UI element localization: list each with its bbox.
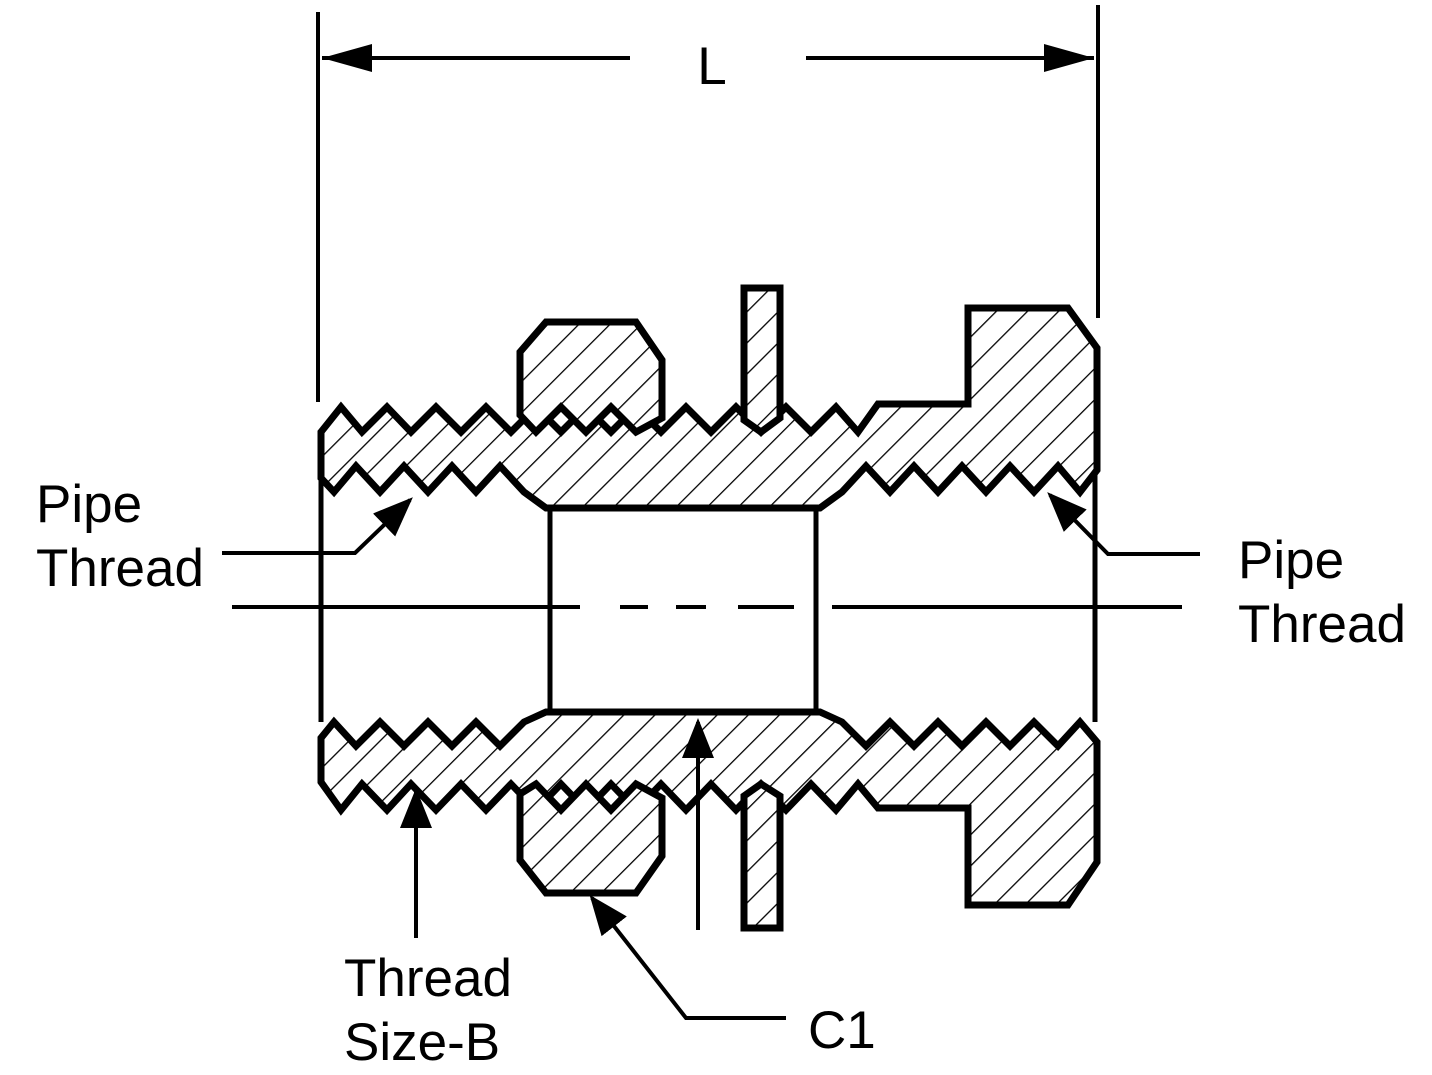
svg-text:Thread: Thread bbox=[1238, 595, 1406, 654]
leader-pipe-thread-right bbox=[1047, 492, 1200, 556]
arrowhead-left bbox=[322, 44, 372, 72]
panel-upper bbox=[740, 284, 784, 437]
label-pipe-thread-right: Pipe Thread bbox=[1238, 531, 1406, 654]
svg-text:Size-B: Size-B bbox=[344, 1013, 500, 1072]
label-thread-size: Thread Size-B bbox=[344, 949, 512, 1072]
leader-pipe-thread-left bbox=[222, 497, 413, 555]
svg-text:Pipe: Pipe bbox=[1238, 531, 1344, 590]
nut-upper bbox=[516, 318, 666, 438]
body-lower-section bbox=[317, 708, 1101, 909]
body-upper-section bbox=[317, 304, 1101, 512]
bore bbox=[318, 470, 1098, 722]
panel-lower bbox=[740, 779, 784, 932]
svg-text:Thread: Thread bbox=[344, 949, 512, 1008]
svg-text:Thread: Thread bbox=[36, 539, 204, 598]
dimension-label-l: L bbox=[697, 37, 726, 96]
svg-text:Pipe: Pipe bbox=[36, 475, 142, 534]
label-c1: C1 bbox=[808, 1001, 876, 1060]
length-dimension: L bbox=[316, 5, 1100, 402]
nut-lower bbox=[516, 778, 666, 897]
label-pipe-thread-left: Pipe Thread bbox=[36, 475, 204, 598]
leader-c1 bbox=[589, 894, 786, 1020]
arrowhead-right bbox=[1044, 44, 1094, 72]
